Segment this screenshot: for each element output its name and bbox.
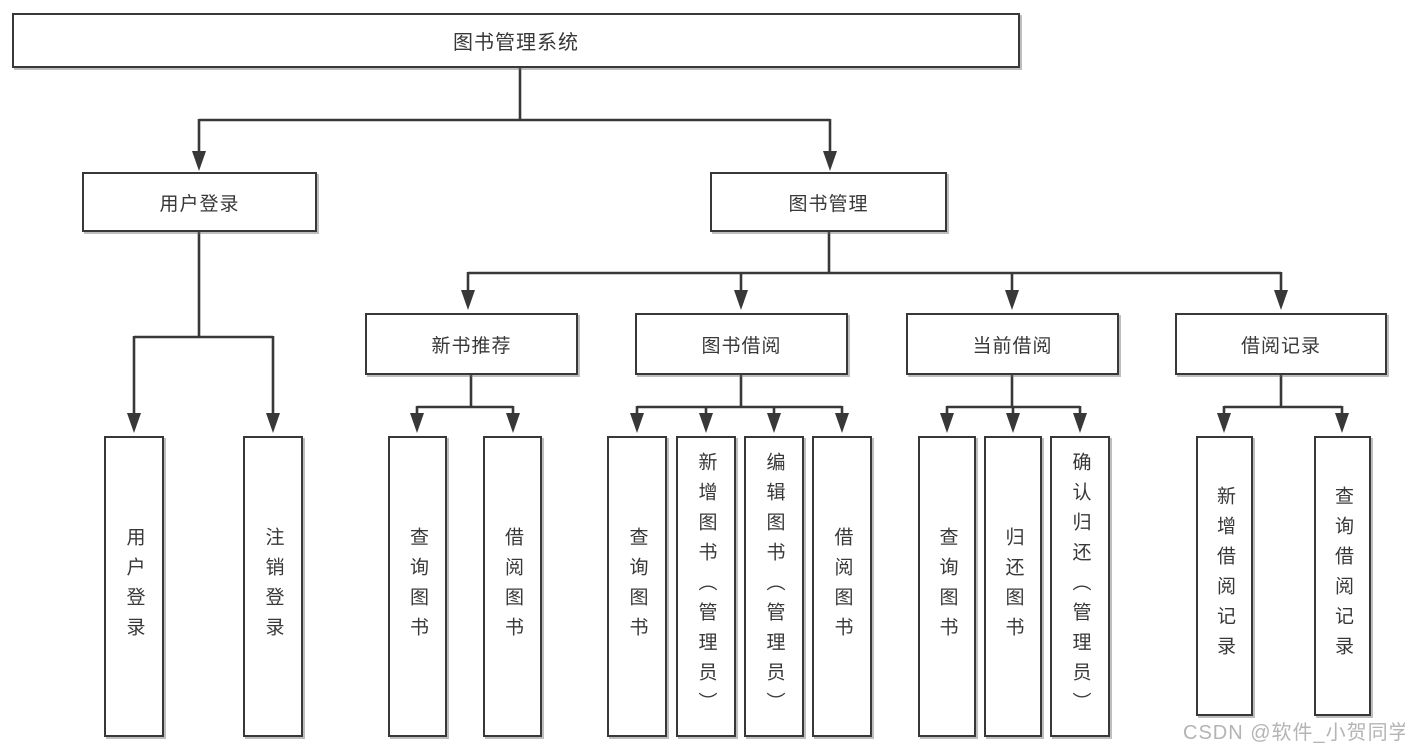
arrowheads — [127, 151, 1349, 433]
leaf-user-login-label: 用户登录 — [123, 526, 145, 647]
node-library-system: 图书管理系统 — [12, 13, 1020, 68]
node-library-system-label: 图书管理系统 — [453, 32, 579, 54]
leaf-newbook-borrow-books-label: 借阅图书 — [502, 526, 523, 647]
node-new-book-recommend-label: 新书推荐 — [431, 335, 512, 357]
node-book-borrow: 图书借阅 — [635, 313, 848, 375]
node-book-management: 图书管理 — [710, 172, 947, 232]
leaf-add-borrow-record-label: 新增借阅记录 — [1214, 486, 1235, 666]
leaf-borrow-books-label: 借阅图书 — [831, 526, 853, 647]
leaf-borrow-query-books: 查询图书 — [607, 436, 667, 737]
leaf-logout: 注销登录 — [243, 436, 303, 737]
leaf-edit-books-admin-label: 编辑图书（管理员） — [763, 451, 785, 722]
csdn-watermark: CSDN @软件_小贺同学 — [1183, 722, 1405, 744]
leaf-newbook-query-books-label: 查询图书 — [407, 526, 428, 647]
leaf-add-books-admin-label: 新增图书（管理员） — [695, 451, 717, 722]
leaf-current-query-books-label: 查询图书 — [936, 526, 958, 647]
leaf-user-login: 用户登录 — [104, 436, 164, 737]
leaf-confirm-return-admin-label: 确认归还（管理员） — [1069, 451, 1091, 722]
leaf-query-borrow-record: 查询借阅记录 — [1314, 436, 1371, 716]
leaf-current-query-books: 查询图书 — [918, 436, 976, 737]
leaf-return-books: 归还图书 — [984, 436, 1042, 737]
leaf-query-borrow-record-label: 查询借阅记录 — [1332, 486, 1353, 666]
leaf-add-borrow-record: 新增借阅记录 — [1196, 436, 1253, 716]
node-borrow-record: 借阅记录 — [1175, 313, 1387, 375]
node-book-borrow-label: 图书借阅 — [701, 335, 782, 357]
leaf-return-books-label: 归还图书 — [1002, 526, 1024, 647]
node-current-borrow-label: 当前借阅 — [972, 335, 1053, 357]
node-book-management-label: 图书管理 — [788, 193, 869, 215]
leaf-confirm-return-admin: 确认归还（管理员） — [1050, 436, 1110, 737]
leaf-edit-books-admin: 编辑图书（管理员） — [744, 436, 804, 737]
node-borrow-record-label: 借阅记录 — [1240, 335, 1321, 357]
leaf-borrow-books: 借阅图书 — [812, 436, 872, 737]
leaf-newbook-borrow-books: 借阅图书 — [483, 436, 542, 737]
leaf-logout-label: 注销登录 — [262, 526, 284, 647]
leaf-newbook-query-books: 查询图书 — [388, 436, 447, 737]
node-new-book-recommend: 新书推荐 — [365, 313, 578, 375]
leaf-borrow-query-books-label: 查询图书 — [626, 526, 648, 647]
leaf-add-books-admin: 新增图书（管理员） — [676, 436, 736, 737]
node-current-borrow: 当前借阅 — [906, 313, 1119, 375]
node-user-login-label: 用户登录 — [159, 193, 240, 215]
node-user-login: 用户登录 — [82, 172, 317, 232]
